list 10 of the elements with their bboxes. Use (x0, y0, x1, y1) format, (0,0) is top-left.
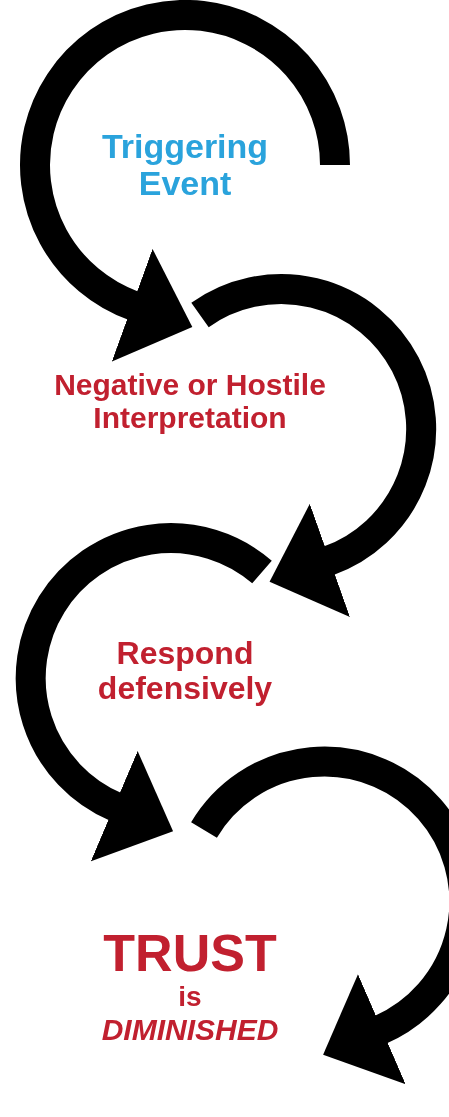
step-label: Respond defensively (96, 636, 274, 707)
step-label: Negative or Hostile Interpretation (53, 368, 327, 434)
curved-arrow (192, 274, 437, 616)
curved-arrow (20, 0, 350, 361)
step-label: Triggering Event (100, 128, 270, 203)
outcome-label: TRUST (103, 925, 277, 983)
curved-arrow (191, 746, 449, 1083)
outcome-label: DIMINISHED (101, 1013, 279, 1046)
outcome-label: is (178, 982, 202, 1013)
curved-arrow (15, 523, 272, 860)
